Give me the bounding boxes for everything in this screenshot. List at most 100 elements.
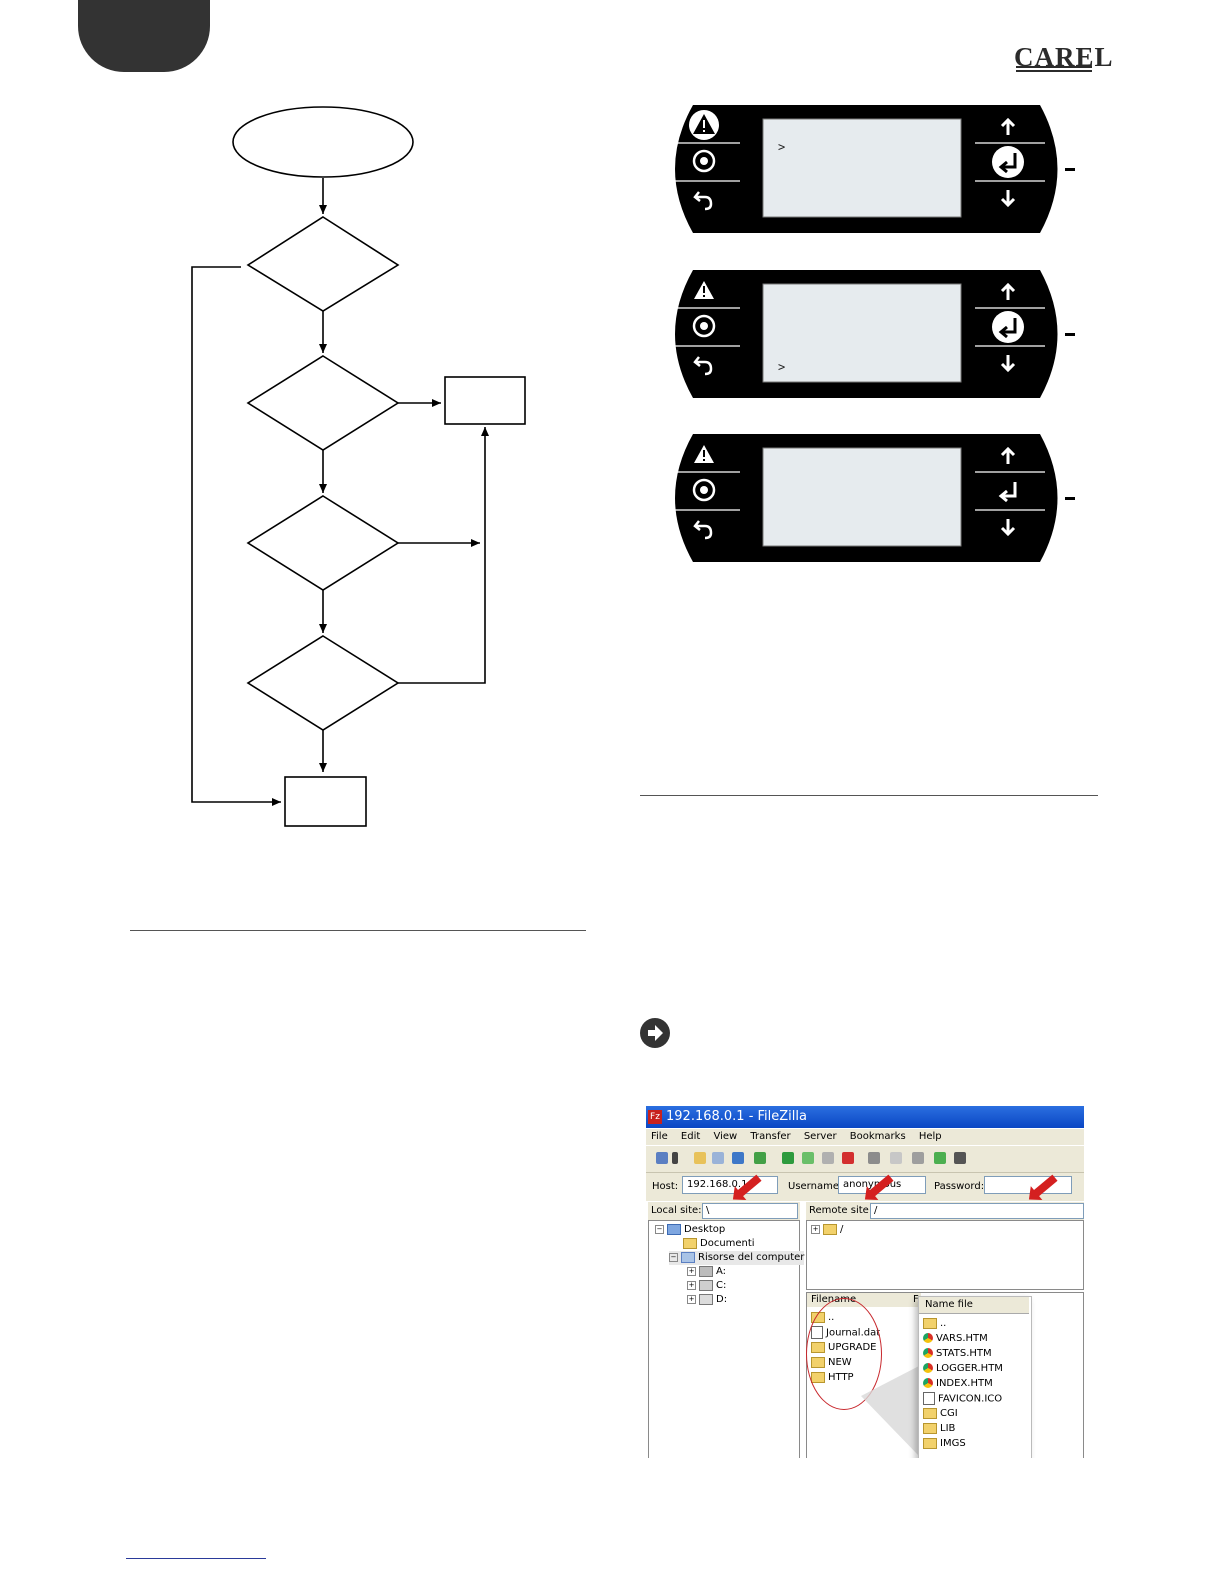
zoom-row-imgs[interactable]: IMGS [923, 1437, 966, 1451]
menu-bar: File Edit View Transfer Server Bookmarks… [646, 1129, 1084, 1145]
pgd-terminal-3 [673, 434, 1075, 562]
menu-help[interactable]: Help [918, 1131, 942, 1142]
menu-transfer[interactable]: Transfer [750, 1131, 791, 1142]
flow-arrow [398, 427, 489, 684]
down-button-icon [1000, 519, 1016, 537]
stop-icon[interactable] [842, 1152, 854, 1164]
up-button-icon [1000, 117, 1016, 135]
filezilla-app-icon: Fz [648, 1109, 662, 1124]
up-button-icon [1000, 282, 1016, 300]
decision-3 [246, 495, 400, 591]
menu-view[interactable]: View [713, 1131, 738, 1142]
end-process-box [284, 776, 367, 827]
password-label: Password: [934, 1181, 985, 1192]
section-divider-right [640, 795, 1098, 796]
lcd-cursor: > [778, 360, 785, 374]
local-tree-pane: −Desktop Documenti −Risorse del computer… [648, 1220, 805, 1458]
logo-underline-top [1016, 66, 1092, 68]
search-icon[interactable] [954, 1152, 966, 1164]
toolbar [646, 1146, 1084, 1173]
size-column-header[interactable]: F [913, 1294, 919, 1305]
zoom-row-lib[interactable]: LIB [923, 1422, 955, 1436]
enter-button-ring [992, 146, 1024, 178]
filezilla-window: Fz 192.168.0.1 - FileZilla File Edit View… [646, 1106, 1084, 1458]
window-title: 192.168.0.1 - FileZilla [666, 1109, 807, 1124]
pgd-terminal-1: > [673, 105, 1075, 233]
zoom-callout-wedge [861, 1366, 919, 1456]
http-folder-zoom: Name file .. VARS.HTM STATS.HTM LOGGER.H… [918, 1296, 1032, 1458]
start-terminator [232, 106, 414, 178]
section-divider-left [130, 930, 586, 931]
remote-site-label: Remote site: [809, 1205, 873, 1216]
prg-button-icon [692, 149, 716, 173]
dropdown-icon[interactable] [672, 1152, 678, 1164]
footer-rule [126, 1558, 266, 1559]
flowchart [191, 106, 526, 827]
enter-button-ring [992, 311, 1024, 343]
menu-file[interactable]: File [651, 1131, 668, 1142]
lcd-cursor: > [778, 140, 785, 154]
zoom-row-stats[interactable]: STATS.HTM [923, 1347, 992, 1361]
queue-icon[interactable] [754, 1152, 766, 1164]
tree-item-documenti[interactable]: Documenti [683, 1237, 755, 1251]
note-arrow-icon [640, 1018, 670, 1048]
remote-tree-pane: +/ [806, 1220, 1084, 1290]
refresh-icon[interactable] [782, 1152, 794, 1164]
sync-browse-icon[interactable] [934, 1152, 946, 1164]
host-label: Host: [652, 1181, 679, 1192]
prg-button-icon [692, 314, 716, 338]
flow-arrow [191, 266, 281, 806]
local-tree-icon[interactable] [712, 1152, 724, 1164]
decision-2 [246, 355, 400, 451]
down-button-icon [1000, 355, 1016, 373]
zoom-row-cgi[interactable]: CGI [923, 1407, 958, 1421]
zoom-row-vars[interactable]: VARS.HTM [923, 1332, 988, 1346]
remote-site-bar: Remote site: / [806, 1202, 1084, 1220]
disconnect-icon[interactable] [868, 1152, 880, 1164]
enter-icon [998, 318, 1017, 339]
decision-1 [246, 216, 400, 312]
tree-item-drive-a[interactable]: +A: [687, 1265, 727, 1277]
esc-button-icon [693, 520, 713, 540]
local-site-input[interactable]: \ [702, 1203, 798, 1219]
remote-tree-root[interactable]: +/ [811, 1223, 844, 1235]
lcd-screen [762, 283, 962, 383]
lcd-screen [762, 447, 962, 547]
logo-underline-bottom [1016, 70, 1092, 72]
remote-site-input[interactable]: / [870, 1203, 1084, 1219]
remote-tree-icon[interactable] [732, 1152, 744, 1164]
cancel-icon[interactable] [822, 1152, 834, 1164]
section-tab [78, 0, 210, 72]
zoom-row-parent[interactable]: .. [923, 1317, 946, 1331]
prg-button-icon [692, 478, 716, 502]
esc-button-icon [693, 356, 713, 376]
enter-icon [998, 153, 1017, 174]
decision-4 [246, 635, 400, 731]
message-log-icon[interactable] [694, 1152, 706, 1164]
zoom-row-index[interactable]: INDEX.HTM [923, 1377, 993, 1391]
tree-item-drive-d[interactable]: +D: [687, 1293, 728, 1305]
side-process-box [444, 376, 526, 425]
menu-edit[interactable]: Edit [680, 1131, 701, 1142]
brand-logo: CAREL [1014, 42, 1114, 72]
lcd-screen [762, 118, 962, 218]
menu-server[interactable]: Server [803, 1131, 837, 1142]
username-label: Username: [788, 1181, 843, 1192]
window-titlebar: Fz 192.168.0.1 - FileZilla [646, 1106, 1084, 1128]
tree-item-drive-c[interactable]: +C: [687, 1279, 727, 1291]
site-manager-icon[interactable] [656, 1152, 668, 1164]
local-site-bar: Local site: \ [648, 1202, 800, 1220]
reconnect-icon[interactable] [890, 1152, 902, 1164]
filter-icon[interactable] [912, 1152, 924, 1164]
zoom-column-header: Name file [919, 1297, 1029, 1314]
http-highlight-circle [806, 1298, 882, 1410]
process-queue-icon[interactable] [802, 1152, 814, 1164]
tree-item-computer[interactable]: −Risorse del computer [669, 1251, 805, 1265]
down-button-icon [1000, 190, 1016, 208]
menu-bookmarks[interactable]: Bookmarks [849, 1131, 906, 1142]
zoom-row-logger[interactable]: LOGGER.HTM [923, 1362, 1003, 1376]
tree-item-desktop[interactable]: −Desktop [655, 1223, 726, 1235]
esc-button-icon [693, 191, 713, 211]
local-site-label: Local site: [651, 1205, 702, 1216]
zoom-row-favicon[interactable]: FAVICON.ICO [923, 1392, 1002, 1407]
